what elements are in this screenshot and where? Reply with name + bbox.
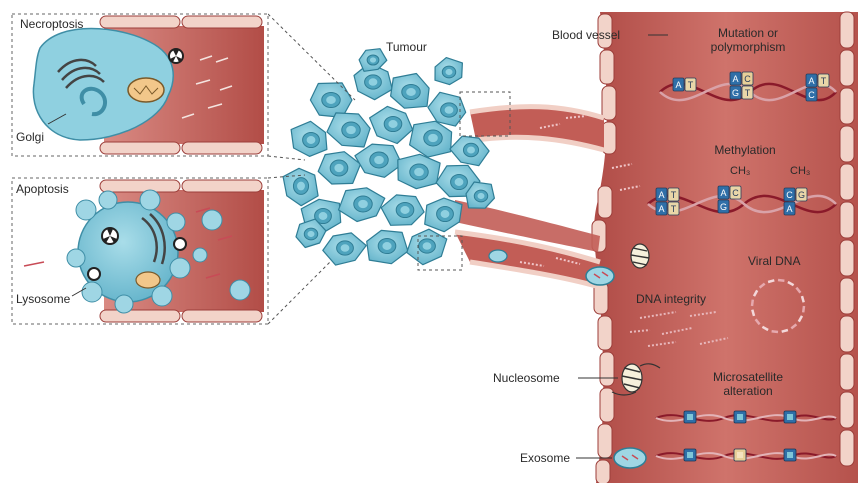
svg-text:G: G (798, 190, 805, 200)
dna-integrity-label: DNA integrity (636, 292, 706, 306)
lysosome-label: Lysosome (16, 292, 70, 306)
tumour-cell (367, 230, 408, 263)
base-pair-tile: T (668, 188, 679, 201)
viral-dna-segment (752, 310, 754, 316)
ribosome-icon (101, 227, 119, 245)
mitochondrion-icon (128, 78, 164, 102)
svg-text:A: A (786, 204, 792, 214)
tumour-cell (283, 168, 318, 205)
base-pair-tile: T (742, 86, 753, 99)
tumour-cell (323, 233, 366, 265)
viral-dna-segment (772, 331, 778, 332)
ch3-label: CH₃ (730, 164, 750, 178)
tumour-cell (318, 152, 360, 184)
svg-text:G: G (720, 202, 727, 212)
microsatellite-marker (784, 411, 796, 423)
svg-text:T: T (745, 88, 751, 98)
ribosome-icon (168, 48, 184, 64)
ch3-label: CH₃ (790, 164, 810, 178)
tumour-cell (407, 229, 447, 265)
svg-text:T: T (671, 204, 677, 214)
microsatellite-marker (784, 449, 796, 461)
exosome-icon (614, 448, 646, 468)
microsatellite-marker (734, 411, 746, 423)
svg-text:C: C (732, 188, 739, 198)
base-pair-tile: C (742, 72, 753, 85)
golgi-label: Golgi (16, 130, 44, 144)
base-pair-tile: T (685, 78, 696, 91)
svg-text:A: A (720, 188, 726, 198)
svg-text:A: A (658, 190, 664, 200)
ribosome-icon (87, 267, 101, 281)
nucleosome-icon (631, 244, 649, 268)
mutation-label: Mutation or polymorphism (711, 26, 786, 54)
tumour-cell (291, 121, 327, 156)
viral-dna-segment (782, 330, 788, 332)
svg-text:T: T (821, 76, 827, 86)
base-pair-tile: A (673, 78, 684, 91)
mitochondrion-icon (136, 272, 160, 288)
svg-text:A: A (675, 80, 681, 90)
base-pair-tile: C (730, 186, 741, 199)
base-pair-tile: T (668, 202, 679, 215)
viral-dna-segment (803, 306, 804, 312)
svg-text:A: A (658, 204, 664, 214)
svg-text:A: A (808, 76, 814, 86)
svg-text:T: T (671, 190, 677, 200)
svg-text:G: G (732, 88, 739, 98)
nucleosome-label: Nucleosome (493, 371, 560, 385)
base-pair-tile: C (806, 88, 817, 101)
base-pair-tile: A (718, 186, 729, 199)
tumour-cell (425, 198, 462, 232)
exosome-label: Exosome (520, 451, 570, 465)
exosome-icon (586, 267, 614, 285)
tumour-cell (327, 113, 370, 147)
base-pair-tile: A (730, 72, 741, 85)
base-pair-tile: A (784, 202, 795, 215)
svg-text:A: A (732, 74, 738, 84)
svg-text:C: C (808, 90, 815, 100)
tumour-cell (398, 154, 440, 188)
tumour-cell (359, 49, 387, 72)
microsatellite-marker (684, 411, 696, 423)
microsatellite-marker (734, 449, 746, 461)
vessel-branch-upper (470, 107, 604, 150)
base-pair-tile: G (730, 86, 741, 99)
viral-dna-segment (778, 280, 784, 281)
base-pair-tile: A (806, 74, 817, 87)
base-pair-tile: G (796, 188, 807, 201)
viral-dna-label: Viral DNA (748, 254, 800, 268)
tumour-cell (370, 106, 413, 143)
base-pair-tile: A (656, 188, 667, 201)
tumour-cell (410, 121, 452, 157)
viral-dna-segment (768, 280, 774, 282)
base-pair-tile: C (784, 188, 795, 201)
svg-text:C: C (744, 74, 751, 84)
tumour-cell (339, 188, 385, 222)
blood-vessel-label: Blood vessel (552, 28, 620, 42)
base-pair-tile: G (718, 200, 729, 213)
ribosome-icon (173, 237, 187, 251)
tumour-cell (381, 195, 424, 225)
tumour-cell (435, 58, 462, 85)
exosome-icon (489, 250, 507, 262)
tumour-cell (310, 83, 352, 118)
necroptosis-label: Necroptosis (20, 17, 83, 31)
tumour-cell (391, 74, 430, 109)
methylation-label: Methylation (714, 143, 775, 157)
viral-dna-segment (802, 296, 804, 302)
tumour-cell (355, 144, 402, 177)
base-pair-tile: T (818, 74, 829, 87)
tumour-label: Tumour (386, 40, 427, 54)
apoptosis-label: Apoptosis (16, 182, 69, 196)
necroptosis-panel (12, 14, 268, 156)
svg-text:T: T (688, 80, 694, 90)
svg-text:C: C (786, 190, 793, 200)
base-pair-tile: A (656, 202, 667, 215)
microsatellite-marker (684, 449, 696, 461)
viral-dna-segment (752, 300, 753, 306)
vessel-branch-lower (455, 200, 600, 286)
microsatellite-label: Microsatellite alteration (713, 370, 783, 398)
